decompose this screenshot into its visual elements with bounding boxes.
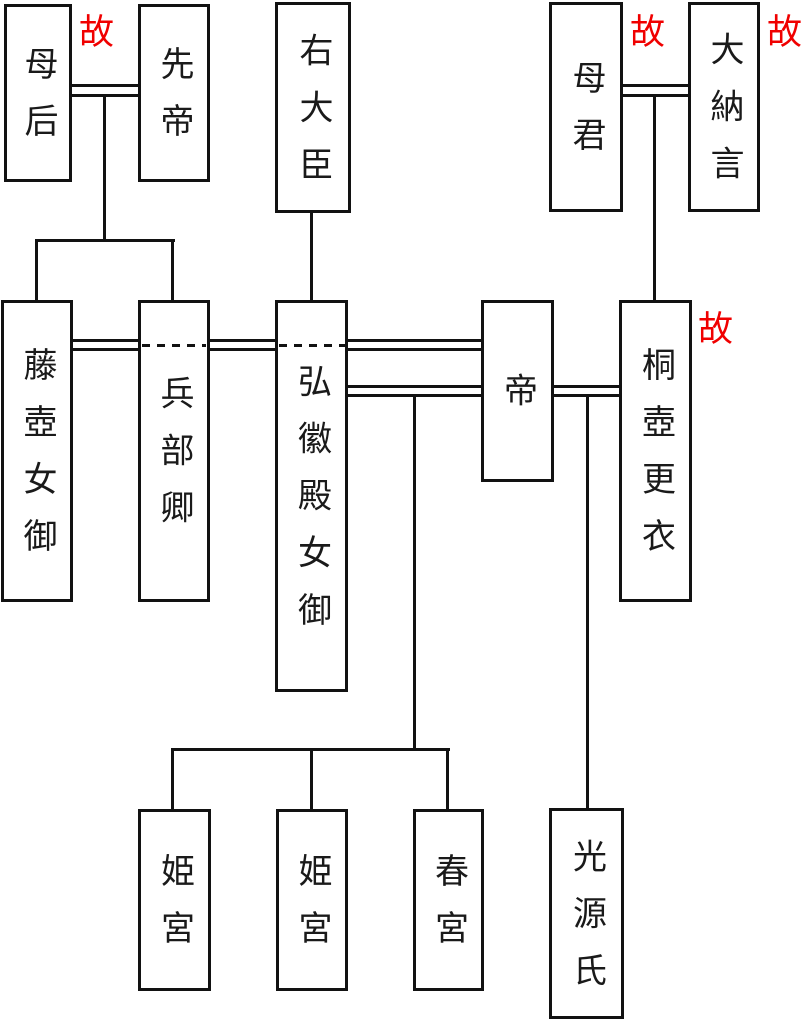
- descent-line-minister-to-kokiden: [310, 212, 313, 302]
- person-box-fujitsubo-nyogo: 藤壺女御: [1, 300, 73, 602]
- person-name-label: 先帝: [154, 46, 194, 161]
- descent-line-former-emperor-couple: [103, 95, 106, 242]
- person-name-label: 帝: [497, 372, 538, 430]
- person-name-label: 姫宮: [154, 853, 195, 968]
- person-name-label: 右大臣: [293, 32, 333, 204]
- person-box-emperor: 帝: [481, 300, 554, 482]
- dashed-line-through-hyobukyo: [142, 344, 206, 347]
- person-box-mother: 母君: [549, 2, 623, 212]
- person-box-hikaru-genji: 光源氏: [549, 808, 624, 1019]
- person-box-dainagon: 大納言: [688, 2, 760, 212]
- descent-line-to-hyobukyo: [171, 239, 174, 302]
- deceased-mark-mother: 故: [630, 13, 666, 53]
- descent-line-to-himemiya-1: [171, 748, 174, 811]
- person-box-hyobukyo: 兵部卿: [138, 300, 210, 602]
- descent-line-to-himemiya-2: [310, 748, 313, 811]
- siblings-bar-fujitsubo-hyobukyo: [35, 239, 175, 242]
- person-box-kokiden-nyogo: 弘徽殿女御: [275, 300, 348, 692]
- person-box-himemiya-2: 姫宮: [276, 809, 348, 991]
- descent-line-to-hikaru-genji: [586, 395, 589, 810]
- person-name-label: 母后: [18, 46, 58, 161]
- person-name-label: 姫宮: [292, 853, 332, 968]
- person-name-label: 光源氏: [566, 838, 607, 1010]
- person-box-minister-of-right: 右大臣: [275, 2, 351, 213]
- dashed-line-through-kokiden: [279, 344, 345, 347]
- person-box-mother-empress: 母后: [4, 4, 72, 182]
- person-box-former-emperor: 先帝: [138, 4, 210, 182]
- person-name-label: 桐壺更衣: [635, 346, 676, 576]
- person-name-label: 母君: [566, 60, 606, 175]
- person-box-togu: 春宮: [413, 809, 484, 991]
- descent-line-to-kiritsubo: [653, 95, 656, 302]
- deceased-mark-mother-empress: 故: [79, 13, 115, 53]
- descent-line-to-togu: [446, 748, 449, 811]
- person-name-label: 春宮: [428, 853, 469, 968]
- deceased-mark-kiritsubo: 故: [698, 310, 734, 350]
- person-name-label: 藤壺女御: [17, 346, 57, 576]
- descent-line-kokiden-emperor-children: [413, 395, 416, 750]
- person-box-kiritsubo-koi: 桐壺更衣: [619, 300, 692, 602]
- person-name-label: 弘徽殿女御: [291, 363, 332, 650]
- person-name-label: 大納言: [704, 31, 744, 203]
- person-name-label: 兵部卿: [154, 375, 194, 547]
- person-box-himemiya-1: 姫宮: [138, 809, 211, 991]
- deceased-mark-dainagon: 故: [767, 13, 803, 53]
- descent-line-to-fujitsubo: [35, 239, 38, 302]
